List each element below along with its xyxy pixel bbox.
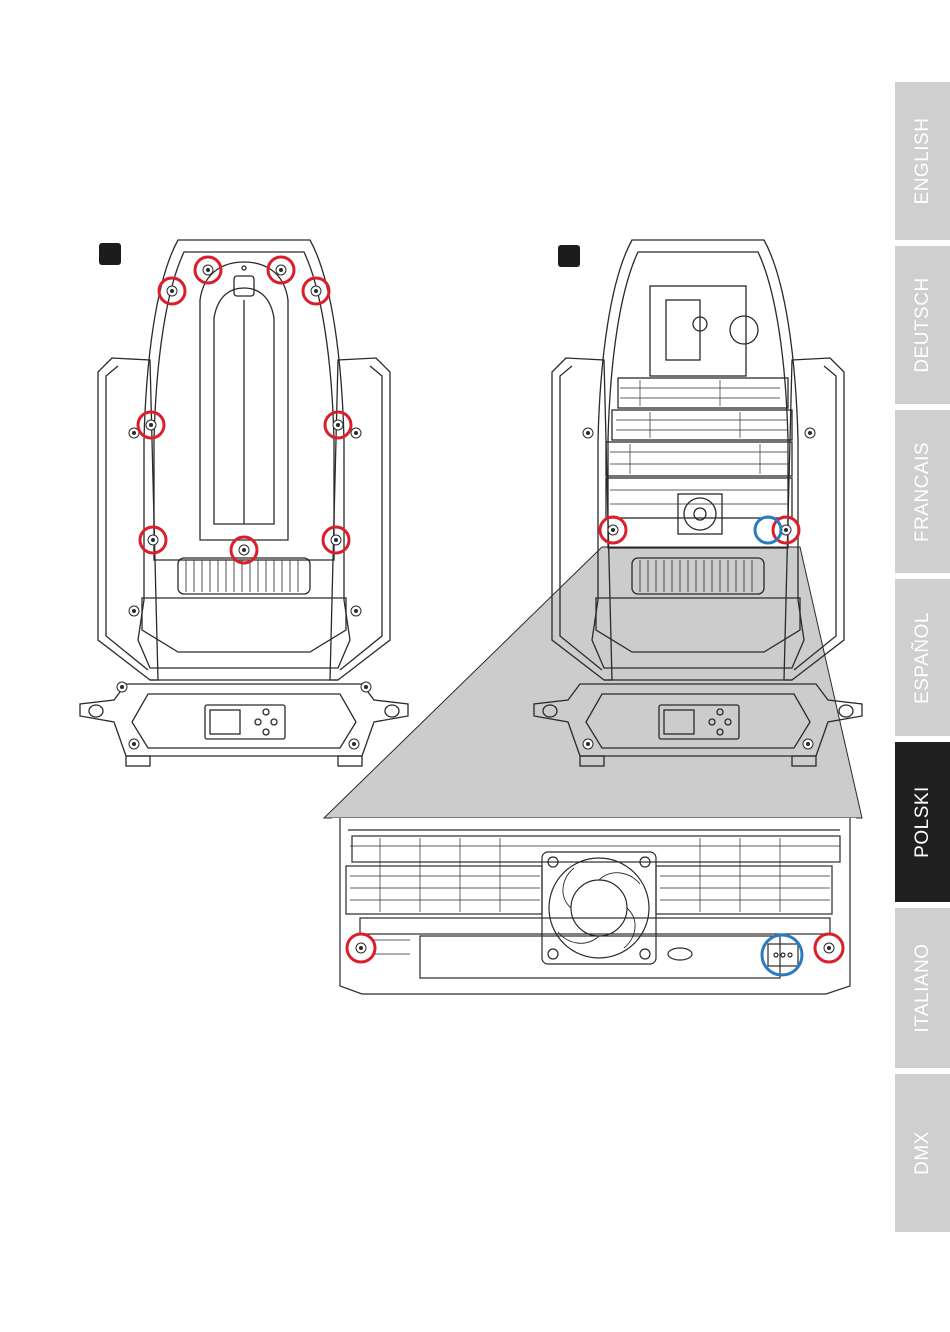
tab-label: ENGLISH [912,118,934,205]
tab-label: POLSKI [912,786,934,858]
tab-label: DMX [912,1131,934,1175]
tab-label: DEUTSCH [912,277,934,372]
tab-espanol[interactable]: ESPAÑOL [895,579,950,736]
tab-italiano[interactable]: ITALIANO [895,908,950,1068]
illustration-canvas [0,0,890,1332]
tab-francais[interactable]: FRANCAIS [895,410,950,573]
zoom-funnel [324,547,862,818]
tab-english[interactable]: ENGLISH [895,82,950,240]
tab-label: ITALIANO [912,943,934,1032]
tab-deutsch[interactable]: DEUTSCH [895,246,950,404]
detail-zoom [332,818,856,996]
connector-marker-fig2 [755,517,781,543]
tab-polski[interactable]: POLSKI [895,742,950,902]
tab-label: ESPAÑOL [912,612,934,704]
fixture-back-cover [80,240,408,766]
tab-dmx[interactable]: DMX [895,1074,950,1232]
tab-label: FRANCAIS [912,441,934,541]
